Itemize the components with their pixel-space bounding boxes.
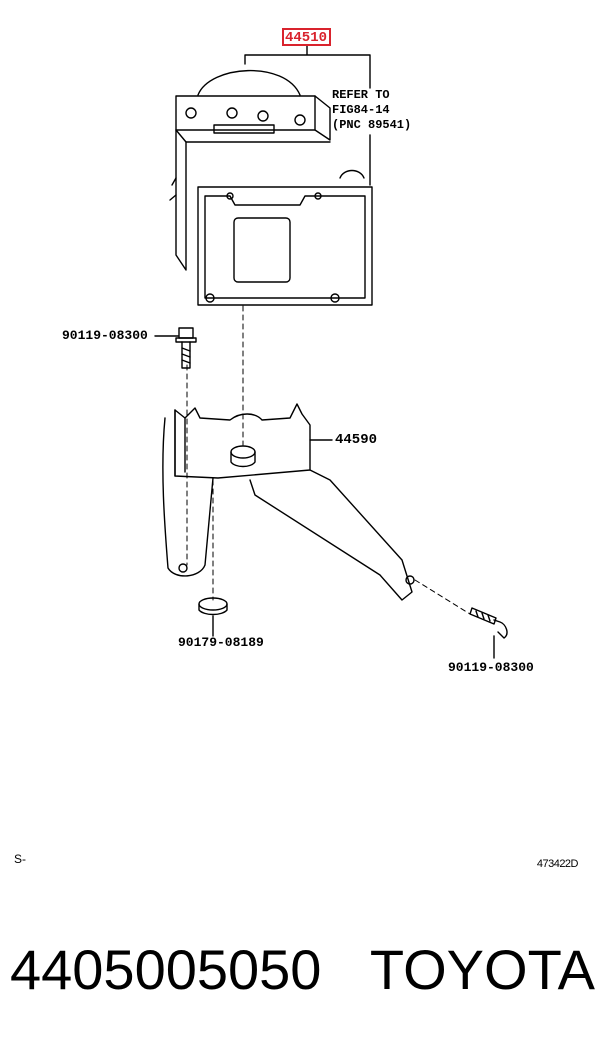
- callout-bolt-top[interactable]: 90119-08300: [62, 328, 148, 343]
- reference-note-line-3: (PNC 89541): [332, 118, 412, 132]
- bolt-right-drawing: [469, 607, 508, 639]
- corner-label-right: 473422D: [536, 858, 579, 870]
- caption-bar: 4405005050 TOYOTA: [10, 935, 595, 1005]
- abs-actuator-drawing: [169, 69, 373, 306]
- parts-diagram: [154, 45, 508, 659]
- centerline-bolt-right: [414, 579, 471, 615]
- callout-washer[interactable]: 90179-08189: [178, 635, 264, 650]
- caption-brand: TOYOTA: [369, 938, 595, 1001]
- bracket-drawing: [162, 403, 415, 601]
- washer-drawing: [198, 597, 228, 616]
- main-part-number[interactable]: 44510: [285, 30, 328, 46]
- reference-note-line-2: FIG84-14: [332, 103, 390, 117]
- main-part-highlight: [282, 28, 331, 46]
- corner-label-left: S-: [14, 852, 26, 866]
- reference-note-line-1: REFER TO: [332, 88, 390, 102]
- leader-main-part: [244, 45, 371, 89]
- callout-bolt-right[interactable]: 90119-08300: [448, 660, 534, 675]
- bolt-top-drawing: [175, 327, 197, 369]
- callout-bracket[interactable]: 44590: [335, 432, 378, 448]
- caption-part-number: 4405005050: [10, 938, 322, 1001]
